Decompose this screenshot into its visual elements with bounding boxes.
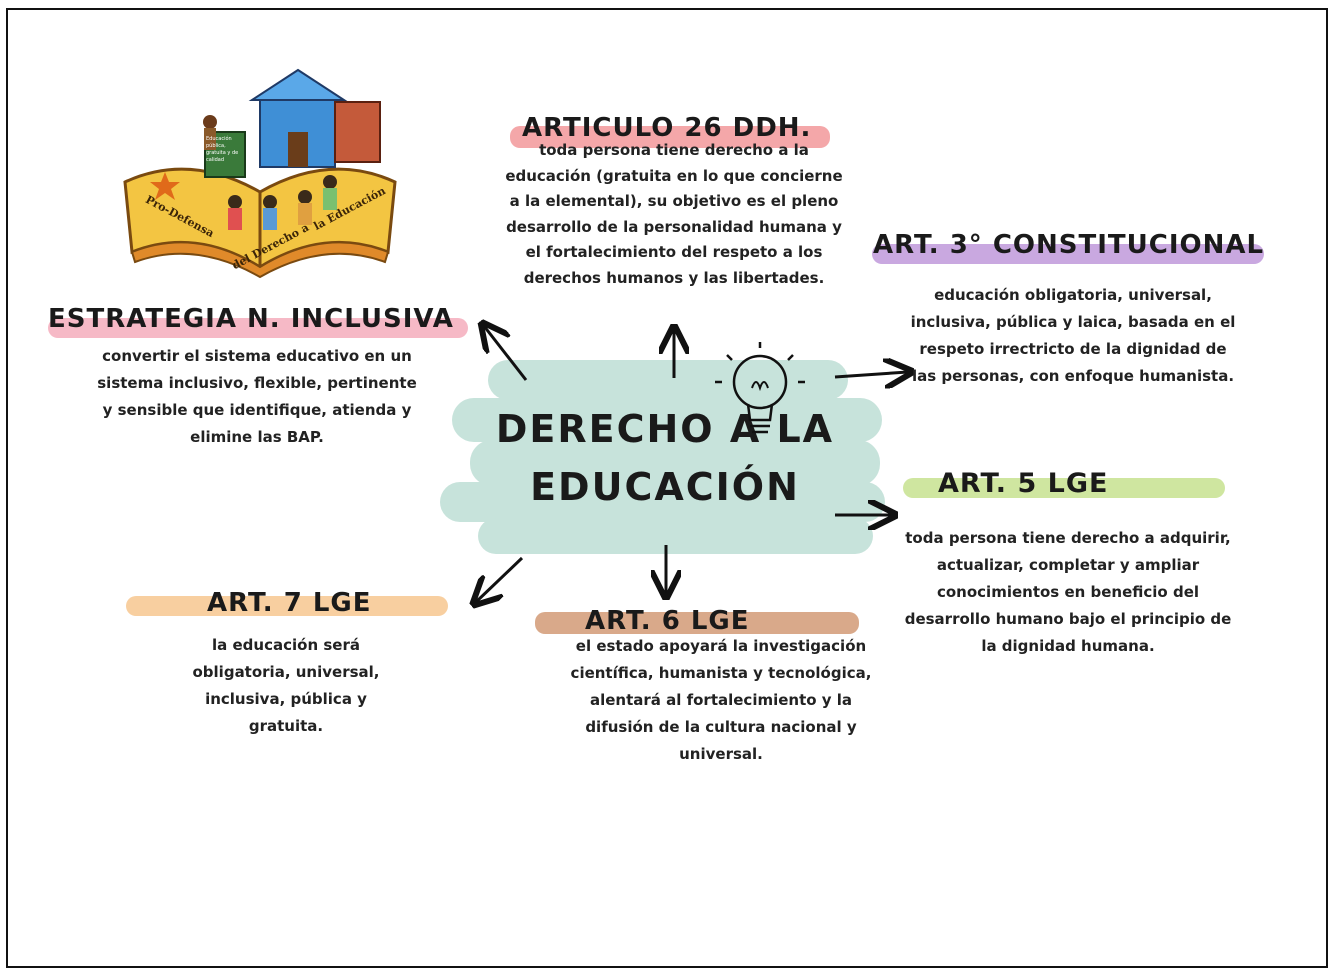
- estrategia-highlight: [48, 318, 468, 338]
- arrow-to-art7: [476, 556, 524, 602]
- art6-text: el estado apoyará la investigación cient…: [570, 637, 872, 763]
- central-topic-line2: EDUCACIÓN: [530, 465, 800, 509]
- central-topic: DERECHO A LA EDUCACIÓN: [470, 400, 860, 516]
- arrow-to-estrategia: [484, 326, 528, 381]
- art5-text: toda persona tiene derecho a adquirir, a…: [904, 529, 1232, 655]
- central-topic-line1: DERECHO A LA: [495, 407, 835, 451]
- art7-highlight: [126, 596, 448, 616]
- arrow-to-art3: [834, 372, 908, 377]
- articulo26-highlight: [510, 126, 830, 148]
- art3-title: ART. 3° CONSTITUCIONAL: [873, 230, 1265, 260]
- art7-text: la educación será obligatoria, universal…: [192, 636, 380, 735]
- art6-title: ART. 6 LGE: [585, 606, 750, 636]
- sign-text: Educación pública, gratuita y de calidad: [206, 136, 239, 163]
- art5-highlight: [903, 478, 1225, 498]
- education-rights-illustration: Pro-Defensa del Derecho a la Educación E…: [120, 62, 400, 282]
- art6-highlight: [535, 612, 859, 634]
- art5-title: ART. 5 LGE: [938, 468, 1109, 499]
- estrategia-title: ESTRATEGIA N. INCLUSIVA: [48, 304, 454, 334]
- art3-text: educación obligatoria, universal, inclus…: [910, 286, 1236, 385]
- art3-highlight: [872, 244, 1264, 264]
- estrategia-text: convertir el sistema educativo en un sis…: [97, 347, 417, 446]
- lightbulb-icon: [715, 342, 805, 434]
- art7-title: ART. 7 LGE: [207, 588, 372, 618]
- articulo26-text: toda persona tiene derecho a la educació…: [505, 141, 843, 287]
- articulo26-title: ARTICULO 26 DDH.: [522, 113, 812, 143]
